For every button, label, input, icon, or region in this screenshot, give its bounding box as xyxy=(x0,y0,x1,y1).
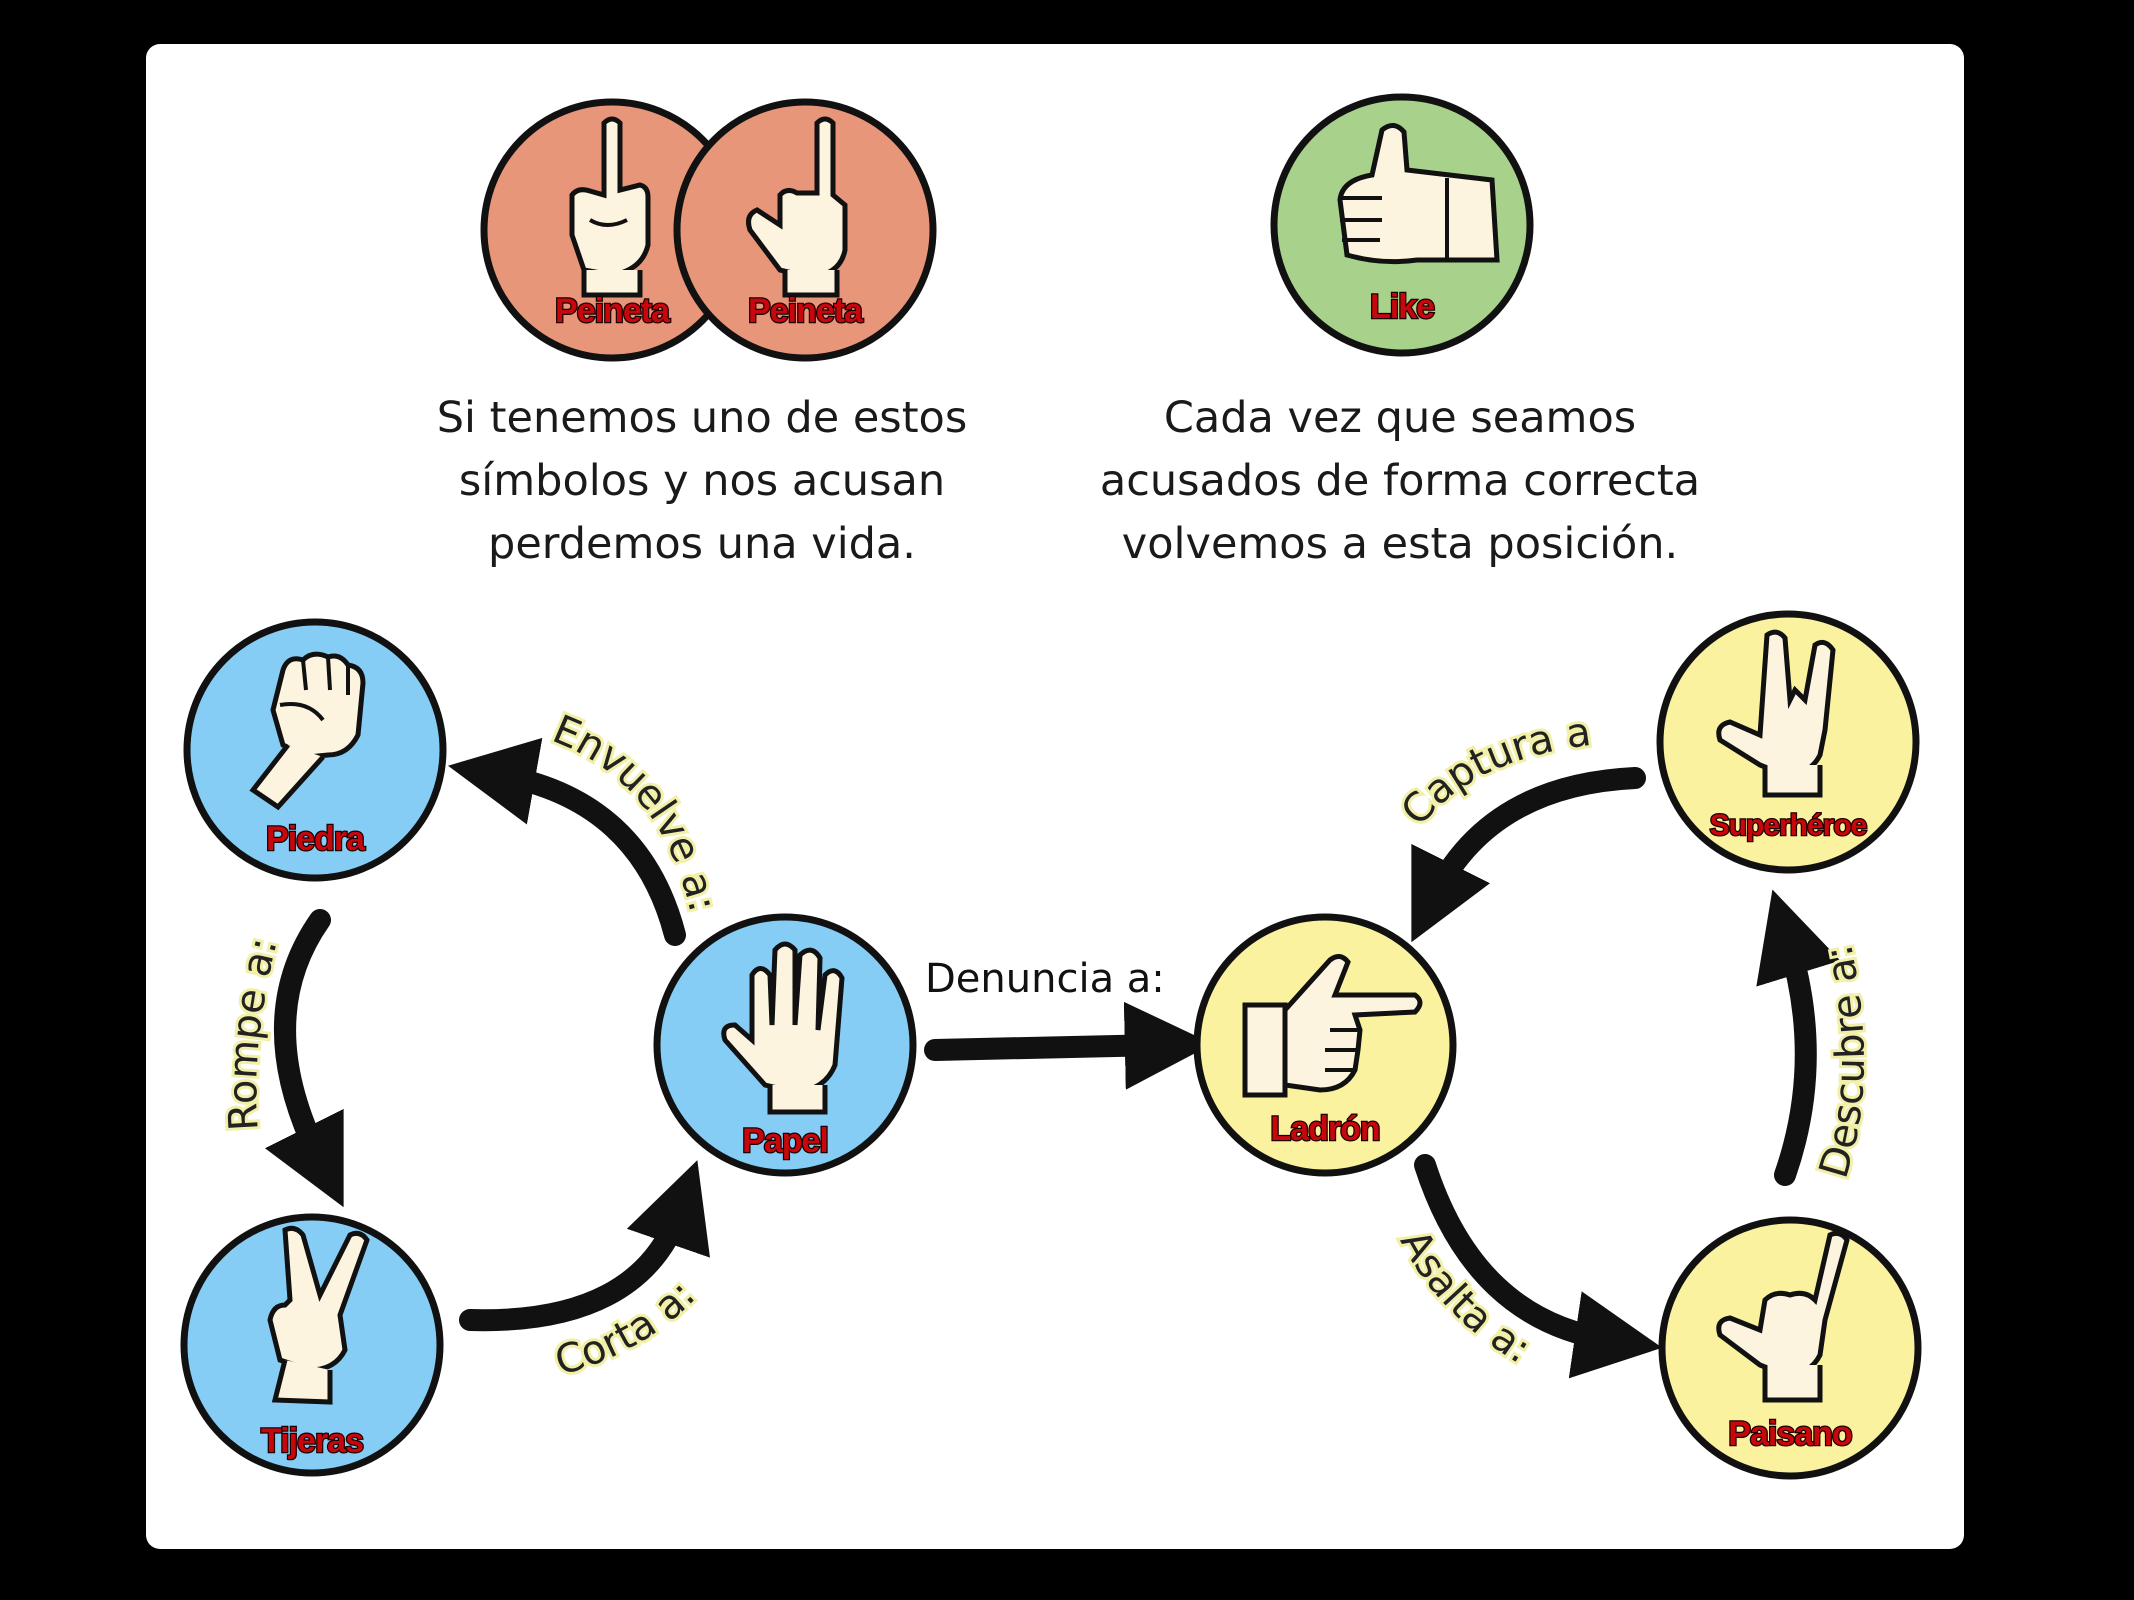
like-symbol: Like xyxy=(1270,93,1534,357)
peineta-symbol-right: Peineta xyxy=(673,98,937,362)
finger-gun-hand-icon xyxy=(1242,954,1423,1098)
edge-label-denuncia: Denuncia a: xyxy=(925,956,1165,1002)
node-piedra: Piedra xyxy=(183,618,447,882)
arrow-corta xyxy=(459,1160,710,1332)
arrows xyxy=(264,737,1841,1379)
arrow-descubre xyxy=(1756,889,1841,1186)
arrow-denuncia xyxy=(924,1001,1213,1090)
open-palm-hand-icon xyxy=(721,941,845,1115)
arrow-rompe xyxy=(264,909,344,1208)
rock-horns-hand-icon xyxy=(1716,629,1836,798)
caption-like: Cada vez que seamos acusados de forma co… xyxy=(1090,387,1710,576)
node-label-ladron: Ladrón xyxy=(1270,1110,1379,1148)
arrow-asalta xyxy=(1414,1154,1663,1379)
node-superheroe: Superhéroe xyxy=(1656,610,1920,874)
node-label-papel: Papel xyxy=(742,1122,828,1160)
caption-peineta: Si tenemos uno de estos símbolos y nos a… xyxy=(392,387,1012,576)
peineta-label-right: Peineta xyxy=(748,292,864,330)
edge-label-descubre: Descubre a: xyxy=(1811,941,1874,1183)
middle-finger-hand-icon xyxy=(569,116,651,298)
thumbs-up-hand-icon xyxy=(1337,123,1500,265)
like-label: Like xyxy=(1370,288,1434,326)
node-papel: Papel xyxy=(653,913,917,1177)
shaka-hand-icon xyxy=(1716,1230,1850,1403)
node-ladron: Ladrón xyxy=(1193,913,1457,1177)
node-label-tijeras: Tijeras xyxy=(261,1422,363,1460)
node-label-paisano: Paisano xyxy=(1728,1415,1852,1453)
caption-line: símbolos y nos acusan xyxy=(458,456,946,506)
caption-line: perdemos una vida. xyxy=(488,519,916,569)
caption-line: Si tenemos uno de estos xyxy=(436,393,968,443)
arrow-captura xyxy=(1411,767,1646,943)
node-label-piedra: Piedra xyxy=(266,820,366,858)
caption-line: Cada vez que seamos xyxy=(1163,393,1637,443)
fist-hand-icon xyxy=(249,651,366,811)
peineta-label-left: Peineta xyxy=(555,292,671,330)
middle-finger-hand-icon xyxy=(746,116,848,298)
caption-line: volvemos a esta posición. xyxy=(1121,519,1679,569)
arrow-envuelve xyxy=(448,737,686,946)
node-paisano: Paisano xyxy=(1658,1216,1922,1480)
victory-hand-icon xyxy=(267,1225,370,1405)
caption-line: acusados de forma correcta xyxy=(1099,456,1701,506)
node-tijeras: Tijeras xyxy=(180,1213,444,1477)
node-label-superheroe: Superhéroe xyxy=(1710,809,1867,842)
